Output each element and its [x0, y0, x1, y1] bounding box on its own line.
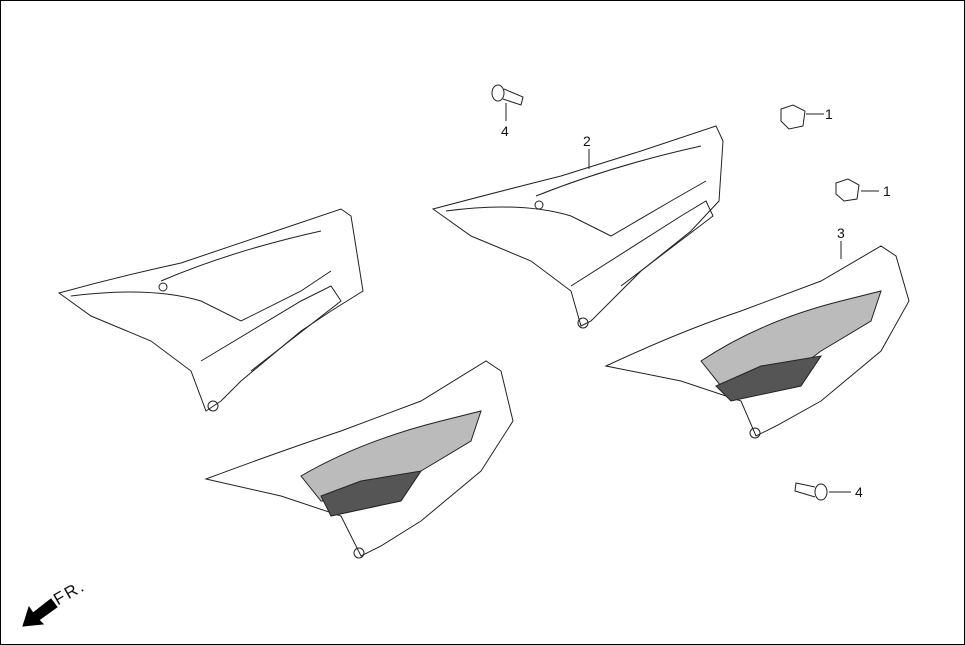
bolt-upper [491, 84, 524, 121]
callout-4-lower: 4 [855, 484, 863, 500]
bolt-lower [794, 482, 851, 501]
callout-1-lower: 1 [883, 183, 891, 199]
callout-4-upper: 4 [501, 123, 509, 139]
clip-lower [835, 178, 879, 202]
left-outer-cover [204, 360, 514, 559]
outer-cover-part-3 [604, 245, 910, 439]
left-inner-cover [57, 208, 364, 412]
callout-2: 2 [583, 133, 591, 149]
clip-upper [780, 104, 824, 130]
callout-1-upper: 1 [825, 106, 833, 122]
callout-3: 3 [837, 225, 845, 241]
front-arrow-icon [22, 598, 58, 627]
inner-cover-part-2 [431, 125, 724, 329]
